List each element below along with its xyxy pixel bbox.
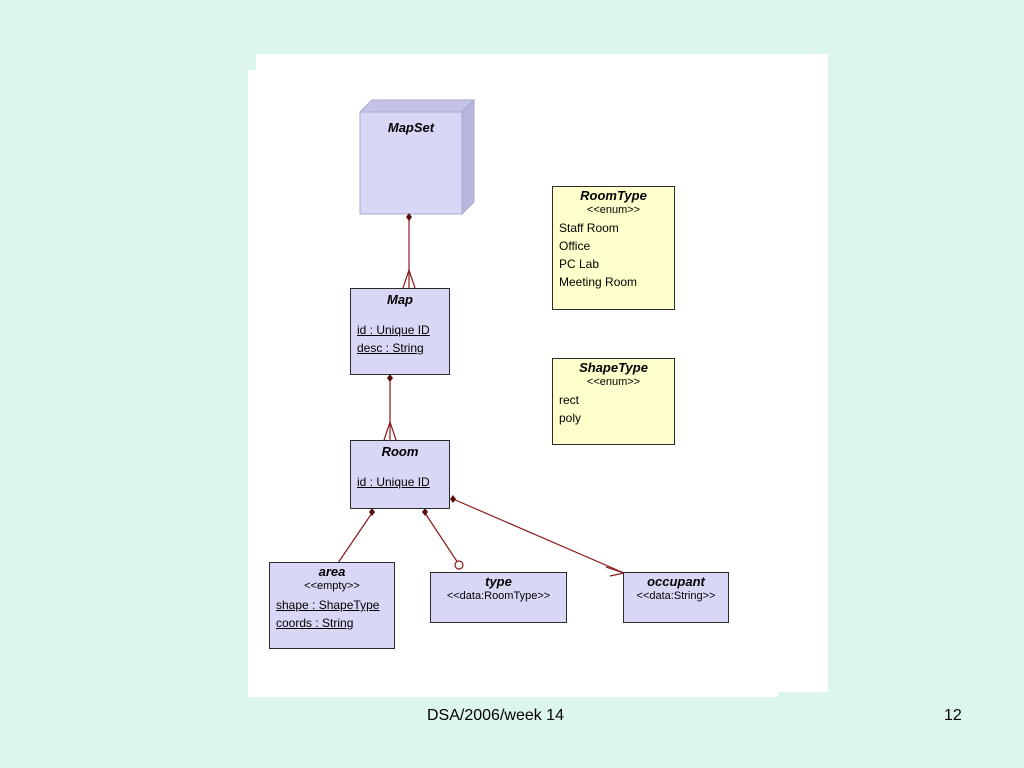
crowfoot-map: [402, 268, 416, 289]
roomtype-title: RoomType: [580, 188, 647, 203]
type-class[interactable]: type <<data:RoomType>>: [430, 572, 567, 623]
map-attribute: id : Unique ID: [357, 323, 430, 337]
roomtype-literal: Office: [559, 239, 591, 253]
area-class[interactable]: area <<empty>> shape : ShapeType coords …: [269, 562, 395, 649]
type-title: type: [485, 574, 512, 589]
panel-notch: [778, 692, 828, 697]
composition-diamond: [387, 374, 393, 382]
shapetype-enum[interactable]: ShapeType <<enum>> rect poly: [552, 358, 675, 445]
area-title: area: [318, 564, 346, 579]
crowfoot-room: [383, 420, 397, 441]
roomtype-literal: Staff Room: [559, 221, 619, 235]
mapset-cube-front: [359, 111, 463, 215]
composition-diamond: [369, 508, 375, 516]
type-stereotype: <<data:RoomType>>: [446, 590, 551, 602]
map-title: Map: [387, 292, 413, 307]
map-class[interactable]: Map id : Unique ID desc : String: [350, 288, 450, 375]
mapset-cube-top: [358, 99, 476, 113]
occupant-stereotype: <<data:String>>: [636, 590, 716, 602]
panel-notch: [248, 54, 256, 70]
composition-diamond: [450, 495, 456, 503]
room-attribute: id : Unique ID: [357, 475, 430, 489]
area-attribute: shape : ShapeType: [276, 598, 380, 612]
shapetype-literal: poly: [559, 411, 582, 425]
roomtype-enum[interactable]: RoomType <<enum>> Staff Room Office PC L…: [552, 186, 675, 310]
shapetype-stereotype: <<enum>>: [586, 376, 641, 388]
optional-marker-type: [454, 560, 464, 570]
roomtype-literal: PC Lab: [559, 257, 600, 271]
mapset-cube-side: [461, 98, 475, 216]
occupant-title: occupant: [647, 574, 705, 589]
area-stereotype: <<empty>>: [304, 580, 360, 592]
composition-diamond: [406, 213, 412, 221]
link-room-area: [337, 512, 373, 564]
mapset-class[interactable]: MapSet: [360, 112, 462, 214]
composition-diamond: [422, 508, 428, 516]
link-room-occupant: [452, 498, 625, 574]
room-class[interactable]: Room id : Unique ID: [350, 440, 450, 509]
mapset-title: MapSet: [387, 120, 435, 135]
area-attribute: coords : String: [276, 616, 354, 630]
link-room-type: [424, 512, 459, 564]
roomtype-stereotype: <<enum>>: [586, 204, 641, 216]
page-number: 12: [944, 707, 962, 724]
footer-course: DSA/2006/week 14: [427, 707, 564, 724]
room-title: Room: [381, 444, 419, 459]
roomtype-literal: Meeting Room: [559, 275, 638, 289]
crowfoot-occupant: [605, 566, 627, 577]
shapetype-title: ShapeType: [579, 360, 648, 375]
map-attribute: desc : String: [357, 341, 424, 355]
shapetype-literal: rect: [559, 393, 580, 407]
occupant-class[interactable]: occupant <<data:String>>: [623, 572, 729, 623]
